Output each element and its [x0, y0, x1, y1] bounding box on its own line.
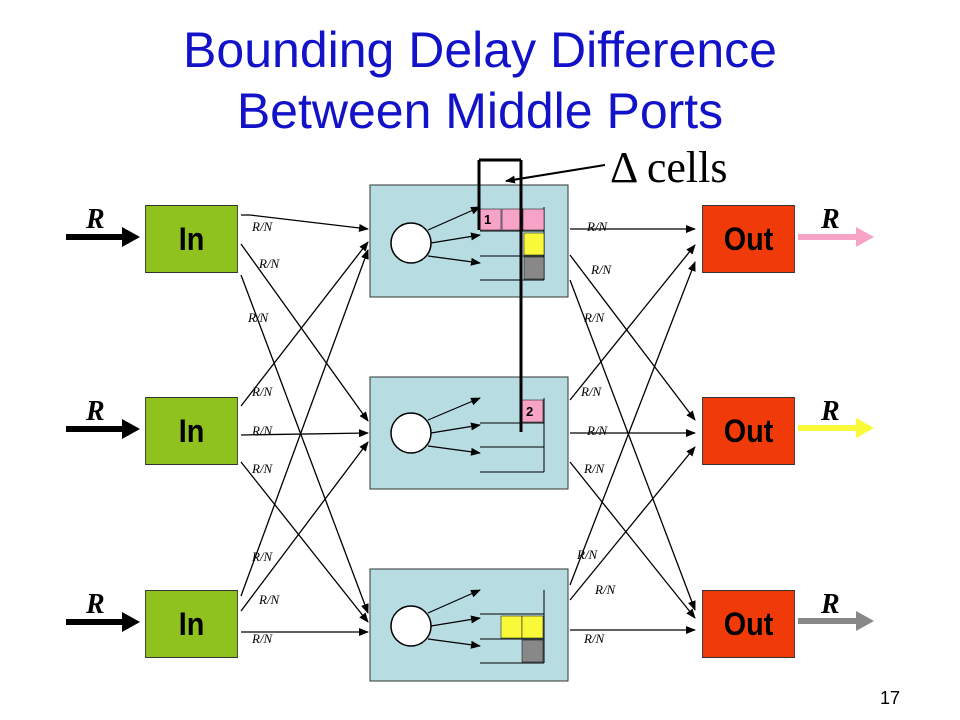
rate-label: R/N [258, 256, 281, 271]
rate-label: R/N [586, 219, 609, 234]
queue-cell [523, 256, 545, 280]
queue-cell [521, 639, 544, 663]
rate-label: R/N [586, 423, 609, 438]
input-links [240, 214, 369, 636]
output-port-1: Out [702, 205, 795, 273]
queue-cell [521, 615, 544, 639]
rate-label: R/N [583, 461, 606, 476]
output-port-2: Out [702, 397, 795, 465]
output-port-3: Out [702, 590, 795, 658]
input-port-2: In [145, 397, 238, 465]
delta-cells-label: Δ cells [610, 143, 728, 192]
link-rate-labels: R/N R/N R/N R/N R/N R/N R/N R/N R/N R/N … [247, 219, 617, 646]
input-rate-label-1: R [86, 204, 105, 235]
output-rate-label-1: R [821, 204, 840, 235]
rate-label: R/N [251, 423, 274, 438]
output-rate-label-2: R [821, 396, 840, 427]
input-port-3: In [145, 590, 238, 658]
output-arrows [798, 227, 874, 631]
slide-title-line-1: Bounding Delay Difference [183, 22, 777, 78]
rate-label: R/N [583, 631, 606, 646]
rate-label: R/N [580, 384, 603, 399]
rate-label: R/N [258, 592, 281, 607]
rate-label: R/N [247, 310, 270, 325]
delta-annotation [477, 158, 606, 432]
rate-label: R/N [594, 582, 617, 597]
rate-label: R/N [590, 262, 613, 277]
middle-switch-1: 1 [369, 184, 569, 298]
output-rate-label-3: R [821, 589, 840, 620]
middle-switch-3 [369, 568, 569, 682]
rate-label: R/N [251, 631, 274, 646]
input-port-1: In [145, 205, 238, 273]
input-rate-label-3: R [86, 589, 105, 620]
page-number: 17 [880, 688, 901, 708]
rate-label: R/N [251, 549, 274, 564]
rate-label: R/N [251, 219, 274, 234]
output-links [569, 225, 696, 634]
input-rate-label-2: R [86, 396, 105, 427]
slide-title-line-2: Between Middle Ports [236, 83, 724, 139]
middle-switch-2: 2 [369, 376, 569, 490]
cell-label-2: 2 [526, 404, 533, 419]
rate-label: R/N [576, 547, 599, 562]
rate-label: R/N [583, 310, 606, 325]
queue-cell [522, 208, 545, 231]
rate-label: R/N [251, 461, 274, 476]
rate-label: R/N [251, 384, 274, 399]
queue-cell [500, 615, 523, 639]
cell-label-1: 1 [484, 212, 491, 227]
queue-cell [523, 232, 545, 256]
input-arrows [66, 227, 140, 632]
